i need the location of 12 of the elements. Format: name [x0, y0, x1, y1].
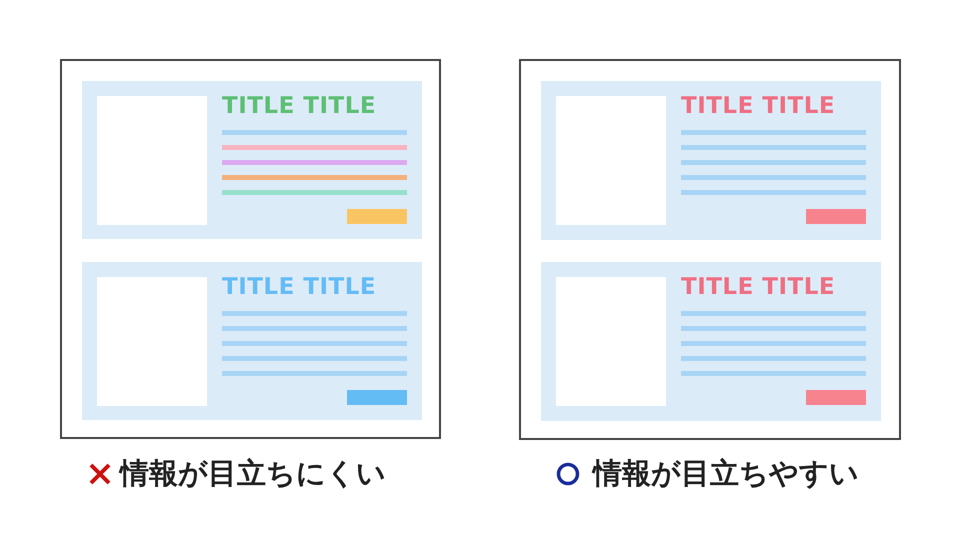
node-label: 情報が目立ちやすい	[593, 455, 859, 492]
card-title: TITLE TITLE	[222, 273, 376, 302]
card-title: TITLE TITLE	[222, 92, 376, 121]
node-label: 情報が目立ちにくい	[120, 455, 386, 492]
card-title: TITLE TITLE	[681, 273, 836, 302]
frame	[60, 59, 441, 439]
card	[82, 262, 422, 420]
card	[541, 81, 881, 240]
card	[82, 81, 422, 239]
card	[541, 262, 881, 421]
card-title: TITLE TITLE	[681, 92, 836, 121]
frame	[519, 59, 901, 440]
